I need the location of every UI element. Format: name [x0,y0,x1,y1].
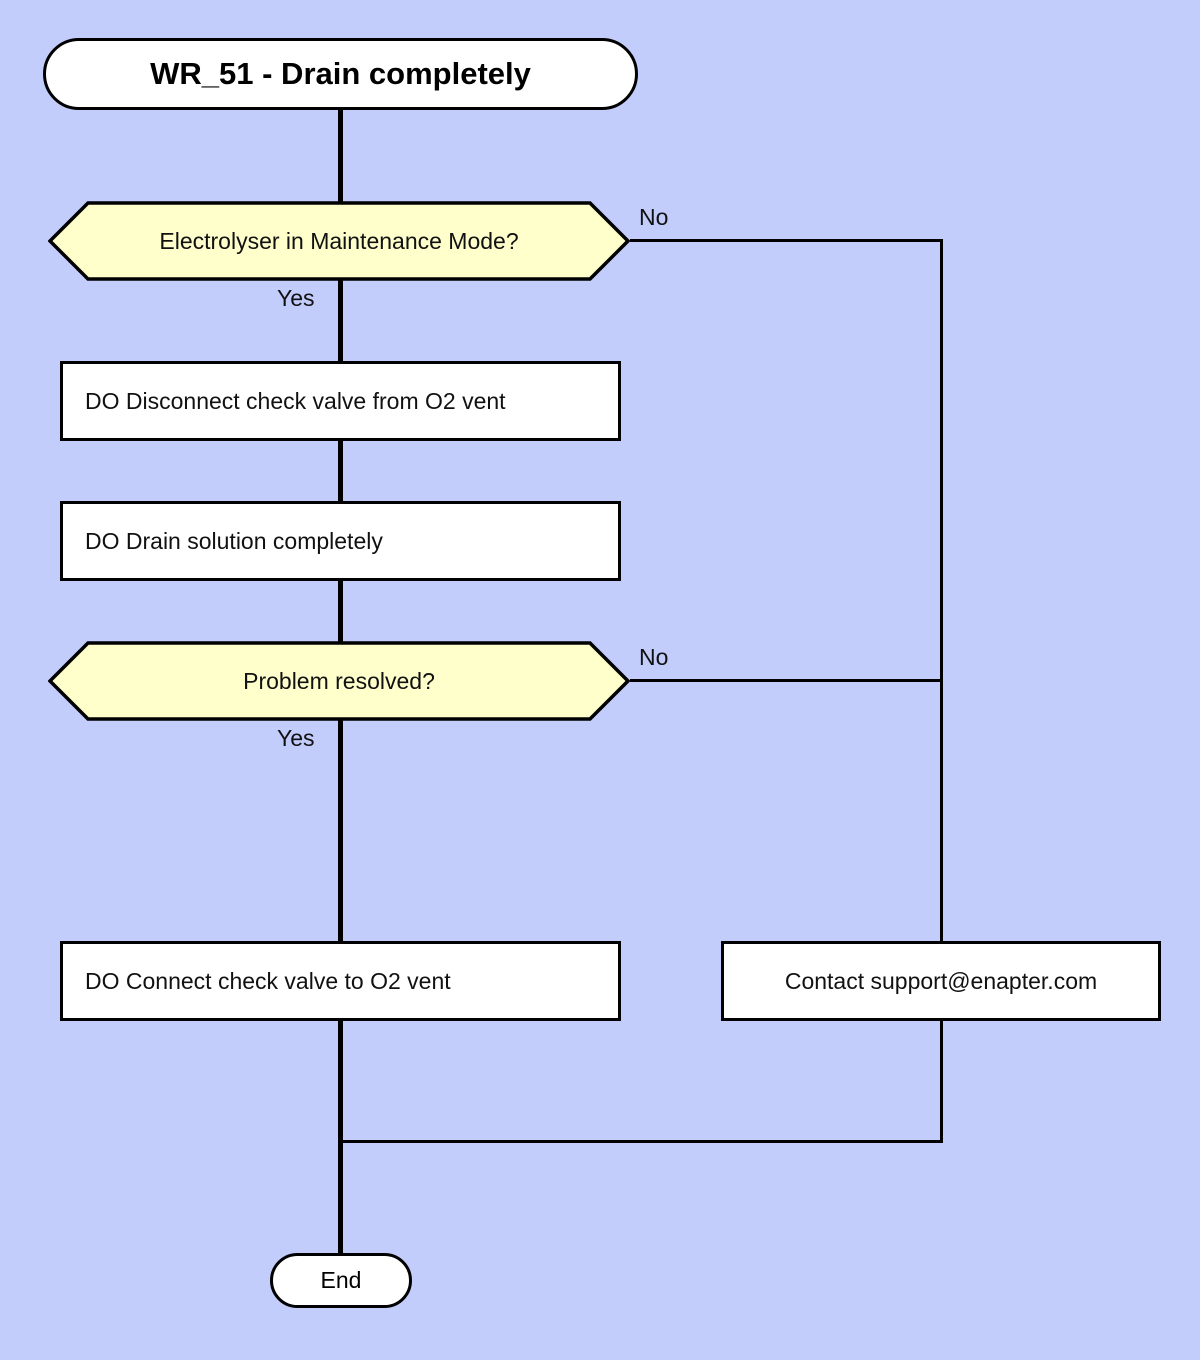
decision-problem-resolved-label: Problem resolved? [243,667,435,694]
edge-disconnect-to-drain [338,439,343,503]
edge-resolved-yes-to-connect [338,719,343,943]
edge-label-maintenance-yes: Yes [277,285,315,311]
end-node[interactable]: End [270,1253,412,1308]
edge-start-to-maintenance [338,108,343,203]
edge-right-rail-vertical [940,239,943,1143]
hexagon-shape [48,641,630,721]
edge-drain-to-resolved [338,579,343,643]
edge-right-rail-return-horizontal [340,1140,943,1143]
edge-connect-to-merge [338,1019,343,1144]
edge-label-resolved-yes: Yes [277,725,315,751]
edge-label-maintenance-no: No [639,204,669,230]
decision-problem-resolved[interactable]: Problem resolved? [48,641,630,721]
decision-maintenance-mode[interactable]: Electrolyser in Maintenance Mode? [48,201,630,281]
edge-maintenance-no-horizontal [630,239,943,242]
hexagon-shape [48,201,630,281]
start-node[interactable]: WR_51 - Drain completely [43,38,638,110]
edge-merge-to-end [338,1141,343,1255]
edge-resolved-no-horizontal [630,679,943,682]
decision-maintenance-mode-label: Electrolyser in Maintenance Mode? [159,227,519,254]
action-drain-solution[interactable]: DO Drain solution completely [60,501,621,581]
edge-maintenance-yes-to-disconnect [338,278,343,363]
action-disconnect-check-valve[interactable]: DO Disconnect check valve from O2 vent [60,361,621,441]
action-contact-support[interactable]: Contact support@enapter.com [721,941,1161,1021]
action-connect-check-valve[interactable]: DO Connect check valve to O2 vent [60,941,621,1021]
edge-label-resolved-no: No [639,644,669,670]
